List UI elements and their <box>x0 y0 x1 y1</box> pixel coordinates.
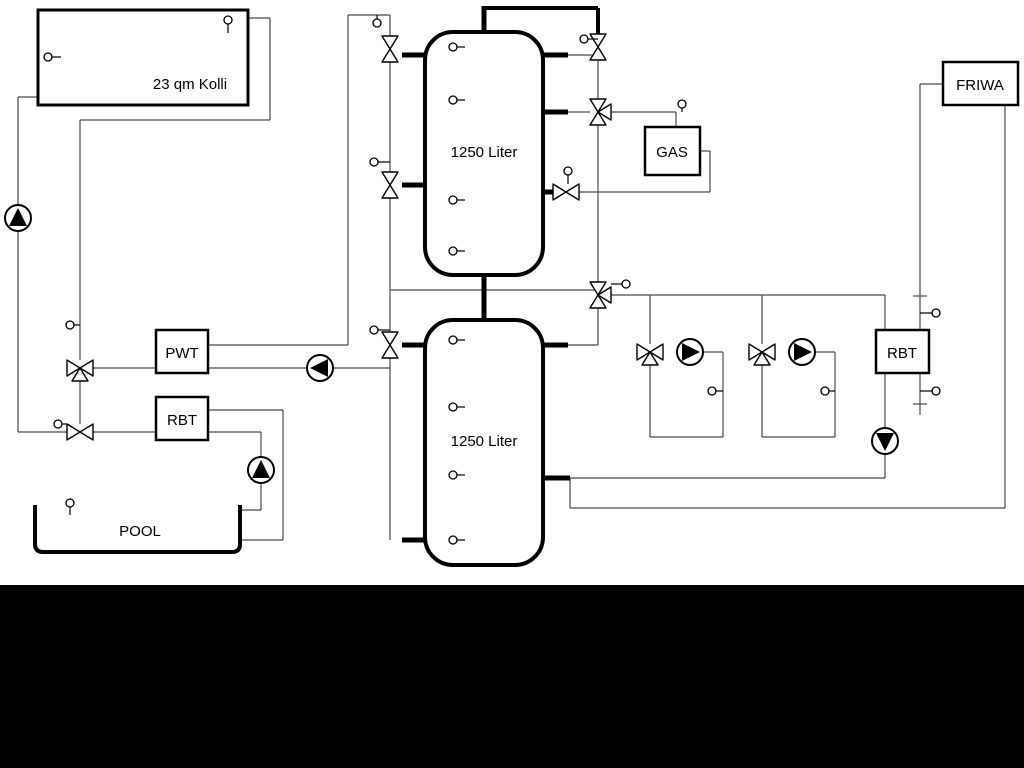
three-way-valve-icon <box>636 343 664 366</box>
buffer-tank-top: 1250 Liter <box>423 30 545 277</box>
gas-boiler: GAS <box>643 125 702 177</box>
buffer-tank-bottom: 1250 Liter <box>423 318 545 567</box>
friwa-station: FRIWA <box>941 60 1020 107</box>
sensor-icon <box>579 34 598 44</box>
tank-sensor-icon <box>448 402 465 412</box>
pump-icon <box>4 204 32 232</box>
sensor-icon <box>43 52 61 62</box>
pool: POOL <box>33 505 242 554</box>
tank-sensor-icon <box>448 470 465 480</box>
three-way-valve-icon <box>748 343 776 366</box>
sensor-icon <box>920 386 941 396</box>
buffer-tank-top-label: 1250 Liter <box>451 144 518 161</box>
sensor-icon <box>707 386 723 396</box>
sensor-icon <box>372 15 382 28</box>
gas-label: GAS <box>656 144 688 161</box>
rbt-left: RBT <box>154 395 210 442</box>
pump-icon <box>247 456 275 484</box>
tank-sensor-icon <box>448 335 465 345</box>
solar-collector: 23 qm Kolli <box>36 8 250 107</box>
valve-icon <box>589 33 607 61</box>
rbt-right-label: RBT <box>887 345 917 362</box>
pump-icon <box>788 338 816 366</box>
sensor-icon <box>611 279 631 289</box>
sensor-icon <box>369 157 390 167</box>
three-way-valve-icon <box>589 281 612 309</box>
pwt-label: PWT <box>165 345 198 362</box>
valve-icon <box>381 35 399 63</box>
bottom-bar <box>0 585 1024 768</box>
rbt-right: RBT <box>874 328 931 375</box>
tank-sensor-icon <box>448 195 465 205</box>
valve-icon <box>66 423 94 441</box>
valve-icon <box>381 171 399 199</box>
sensor-icon <box>53 419 67 429</box>
pipes <box>17 14 1006 541</box>
buffer-tank-bottom-label: 1250 Liter <box>451 433 518 450</box>
pump-icon <box>306 354 334 382</box>
sensor-icon <box>65 320 80 330</box>
tank-sensor-icon <box>448 42 465 52</box>
collector-label: 23 qm Kolli <box>153 76 227 93</box>
sensor-icon <box>563 166 573 184</box>
three-way-valve-icon <box>589 98 612 126</box>
sensor-icon <box>920 308 941 318</box>
sensor-icon <box>369 325 390 335</box>
sensor-icon <box>223 15 233 33</box>
pump-icon <box>871 427 899 455</box>
pwt-heat-exchanger: PWT <box>154 328 210 375</box>
three-way-valve-icon <box>66 359 94 382</box>
valve-icon <box>381 331 399 359</box>
pool-label: POOL <box>119 523 161 540</box>
sensor-icon <box>820 386 835 396</box>
friwa-label: FRIWA <box>956 77 1004 94</box>
tank-sensor-icon <box>448 95 465 105</box>
sensor-icon <box>677 99 687 112</box>
rbt-left-label: RBT <box>167 412 197 429</box>
sensor-icon <box>65 498 75 515</box>
tank-sensor-icon <box>448 246 465 256</box>
hydraulic-diagram: 23 qm Kolli 1250 Liter 1250 Liter GAS FR… <box>4 6 1020 567</box>
tank-sensor-icon <box>448 535 465 545</box>
pump-icon <box>676 338 704 366</box>
valve-icon <box>552 183 580 201</box>
